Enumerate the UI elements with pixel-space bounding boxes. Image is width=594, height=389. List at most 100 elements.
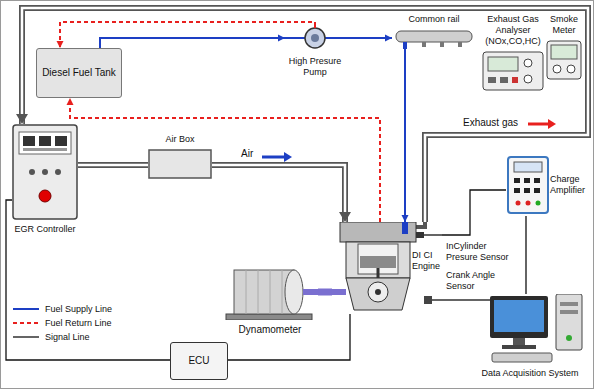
rect-shape [514, 178, 520, 183]
rect-shape [524, 178, 530, 183]
rect-shape [524, 188, 530, 193]
rect-shape [508, 157, 548, 213]
legend-line [13, 336, 39, 337]
rect-shape [488, 77, 496, 83]
rect-shape [500, 77, 508, 83]
connector-line [442, 299, 470, 300]
connector [442, 190, 506, 235]
connector-line [318, 289, 332, 296]
legend-row: Fuel Supply Line [12, 302, 112, 316]
legend-text: Fuel Return Line [45, 318, 112, 329]
air-box: Air Box [148, 134, 212, 179]
rect-shape [502, 345, 536, 349]
circle-shape [29, 169, 35, 175]
rect-shape [340, 222, 416, 242]
smoke-meter-figure [546, 40, 582, 80]
connector [67, 98, 381, 222]
rect-shape [149, 150, 211, 178]
air-flow-arrowhead [284, 152, 292, 162]
data-acquisition: Data Acquisition System [470, 294, 590, 379]
circle-shape [536, 201, 541, 206]
line-shape [246, 270, 247, 314]
egr-controller: EGR Controller [12, 124, 78, 235]
connector [100, 35, 285, 49]
connector-line [228, 314, 350, 360]
node-label: Exhaust Gas Analyser (NOx,CO,HC) [482, 14, 544, 47]
line-shape [470, 299, 490, 300]
connector [442, 300, 470, 301]
node-label: DI CI Engine [412, 250, 442, 272]
arrowhead [339, 212, 351, 222]
arrowhead [57, 41, 64, 48]
connector [402, 49, 409, 222]
node-label: EGR Controller [14, 224, 75, 235]
connector-line [6, 200, 170, 360]
air-box-figure [148, 149, 212, 179]
circle-shape [368, 282, 388, 302]
rect-shape [422, 42, 426, 47]
connector-line [100, 38, 285, 48]
node-label: Air Box [165, 134, 194, 145]
rect-shape [560, 302, 578, 306]
rect-shape [23, 148, 67, 151]
rect-shape [494, 300, 544, 332]
circle-shape [375, 289, 381, 295]
rect-shape [512, 77, 518, 83]
node-label: Diesel Fuel Tank [42, 67, 116, 79]
rect-shape [560, 310, 578, 314]
rect-shape [13, 125, 77, 219]
circle-shape [526, 201, 531, 206]
connector-line [442, 190, 506, 235]
line-shape [270, 270, 271, 314]
path-shape [416, 222, 425, 227]
rect-shape [488, 57, 518, 71]
circle-shape [567, 65, 575, 73]
gas-analyser-figure [482, 51, 544, 91]
fuel-pump: High Presure Pump [285, 26, 345, 78]
legend-text: Fuel Supply Line [45, 304, 112, 315]
line-shape [432, 299, 442, 300]
rect-shape [534, 178, 540, 183]
connector-line [70, 98, 380, 222]
gas-analyser: Exhaust Gas Analyser (NOx,CO,HC) [482, 14, 544, 91]
rect-shape [424, 296, 432, 304]
circle-shape [311, 34, 319, 42]
line-shape [282, 270, 283, 314]
edge-label: Air [240, 148, 254, 160]
common-rail: Common rail [392, 14, 476, 49]
rect-shape [416, 232, 424, 238]
connector-line [404, 49, 406, 222]
connector [228, 314, 350, 360]
rect-shape [551, 45, 577, 59]
edge-label: Exhaust gas [462, 117, 519, 129]
legend-text: Signal Line [45, 332, 90, 343]
circle-shape [39, 190, 51, 202]
rect-shape [458, 42, 462, 47]
arrowhead [16, 114, 28, 124]
node-label: Dynamometer [239, 324, 302, 336]
arrowhead [402, 215, 409, 222]
legend-line [13, 322, 39, 324]
part-label: Crank Angle Sensor [446, 270, 512, 292]
ecu-box: ECU [170, 342, 228, 380]
connector-line [78, 162, 148, 168]
connector [78, 165, 148, 166]
node-label: Common rail [408, 14, 459, 25]
data-acquisition-figure [470, 294, 590, 364]
exhaust-flow-arrow [528, 123, 548, 126]
connector-inner-line [78, 164, 148, 167]
rect-shape [360, 256, 396, 268]
rect-shape [332, 289, 346, 295]
circle-shape [566, 335, 572, 341]
rect-shape [39, 136, 51, 146]
rect-shape [403, 42, 407, 49]
rect-shape [303, 289, 318, 295]
connector-line [60, 22, 315, 48]
rect-shape [226, 314, 312, 320]
exhaust-flow-arrowhead [548, 119, 556, 129]
rect-shape [396, 31, 472, 42]
node-label: ECU [188, 355, 209, 367]
circle-shape [524, 75, 532, 83]
rect-shape [492, 353, 552, 362]
